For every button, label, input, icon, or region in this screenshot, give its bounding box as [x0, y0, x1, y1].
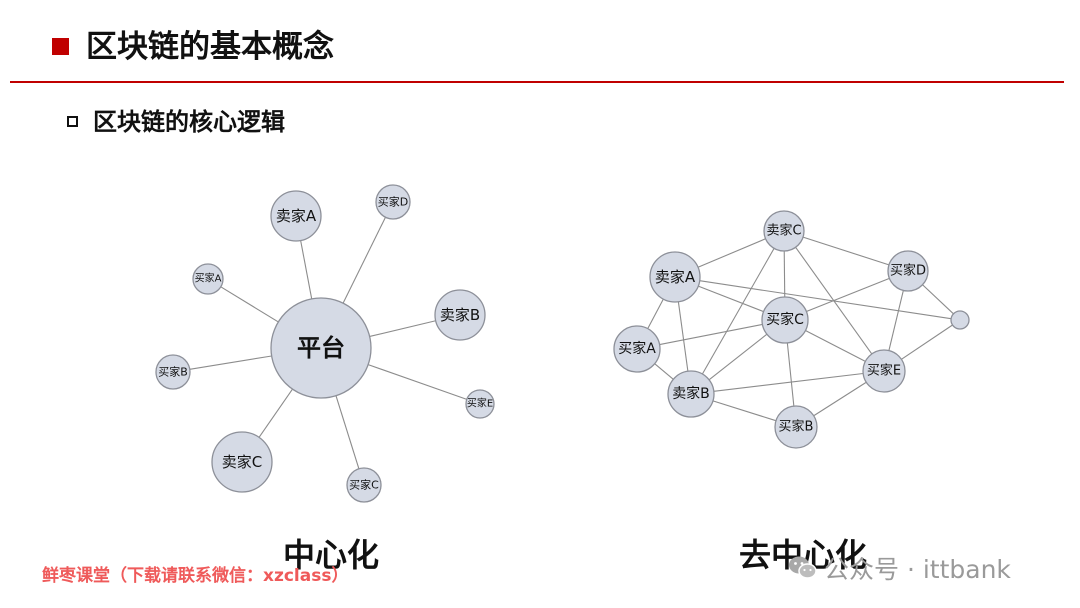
node-d-seller-c-circle	[763, 210, 805, 252]
edge-d-buyer-e-d-buyer-b	[813, 381, 867, 417]
node-c-buyer-e-circle	[465, 389, 495, 419]
node-c-buyer-a: 买家A	[192, 263, 224, 295]
brand-watermark: 公众号 · ittbank	[788, 553, 1011, 584]
edge-hub-c-buyer-b	[189, 355, 272, 370]
node-d-seller-c: 卖家C	[763, 210, 805, 252]
edge-d-seller-c-d-buyer-c	[783, 250, 786, 298]
edge-d-buyer-d-d-buyer-c	[806, 277, 890, 312]
node-c-buyer-d-circle	[375, 184, 411, 220]
node-d-buyer-e-label: 买家E	[867, 363, 901, 379]
node-d-buyer-e-circle	[862, 349, 906, 393]
central-hub-node: 平台	[270, 297, 372, 399]
node-c-seller-c-circle	[211, 431, 273, 493]
central-hub-node-circle	[270, 297, 372, 399]
edge-hub-c-buyer-a	[220, 286, 279, 323]
node-d-buyer-b-label: 买家B	[779, 419, 814, 435]
edge-d-buyer-e-d-unlabeled	[901, 324, 953, 360]
node-c-seller-a-label: 卖家A	[276, 207, 317, 225]
node-d-buyer-d-label: 买家D	[890, 263, 926, 279]
node-d-seller-b: 卖家B	[667, 370, 715, 418]
node-c-seller-c: 卖家C	[211, 431, 273, 493]
node-d-buyer-e: 买家E	[862, 349, 906, 393]
central-hub-node-label: 平台	[297, 334, 345, 362]
centralized-caption: 中心化	[283, 536, 380, 574]
node-c-seller-b-circle	[434, 289, 486, 341]
node-c-buyer-c-label: 买家C	[349, 478, 379, 492]
decentralized-network: 卖家C 卖家A 买家D 买家C 买家A 买家E 卖家B 买家B	[613, 210, 970, 449]
node-c-seller-a: 卖家A	[270, 190, 322, 242]
edge-d-buyer-a-d-seller-b	[654, 363, 674, 380]
node-d-buyer-b-circle	[774, 405, 818, 449]
node-c-seller-b-label: 卖家B	[440, 306, 480, 324]
node-c-buyer-c: 买家C	[346, 467, 382, 503]
edge-hub-c-buyer-e	[367, 364, 467, 400]
title-divider	[10, 81, 1064, 83]
subtitle-bullet	[67, 116, 78, 127]
node-c-buyer-d-label: 买家D	[378, 195, 408, 209]
edge-hub-c-buyer-d	[342, 217, 386, 304]
node-c-buyer-b-label: 买家B	[158, 365, 188, 379]
node-c-buyer-d: 买家D	[375, 184, 411, 220]
node-d-unlabeled	[950, 310, 970, 330]
node-c-buyer-a-label: 买家A	[195, 272, 222, 285]
section-subtitle: 区块链的核心逻辑	[93, 108, 285, 136]
node-d-seller-a-circle	[649, 251, 701, 303]
brand-text: 公众号 · ittbank	[824, 555, 1011, 584]
node-d-buyer-c-circle	[761, 296, 809, 344]
node-c-seller-b: 卖家B	[434, 289, 486, 341]
node-d-seller-b-circle	[667, 370, 715, 418]
node-d-buyer-d-circle	[887, 250, 929, 292]
centralized-network: 平台 卖家A 买家D 买家A 卖家B 买家B 买家E 卖家C 买家C	[155, 184, 495, 503]
edge-d-seller-c-d-buyer-d	[802, 236, 890, 266]
edge-d-buyer-d-d-buyer-e	[888, 290, 904, 351]
edge-d-seller-c-d-seller-b	[701, 248, 775, 375]
decentralized-nodes: 卖家C 卖家A 买家D 买家C 买家A 买家E 卖家B 买家B	[613, 210, 970, 449]
node-c-buyer-e: 买家E	[465, 389, 495, 419]
edge-d-buyer-c-d-buyer-b	[786, 342, 795, 407]
node-d-seller-b-label: 卖家B	[672, 385, 710, 402]
edge-hub-c-buyer-c	[335, 395, 360, 469]
watermark-text: 鲜枣课堂（下载请联系微信：xzclass）	[42, 566, 349, 586]
node-c-seller-c-label: 卖家C	[222, 453, 262, 471]
decentralized-edges	[647, 236, 954, 422]
page-title: 区块链的基本概念	[86, 29, 334, 65]
node-d-buyer-c: 买家C	[761, 296, 809, 344]
node-c-buyer-b-circle	[155, 354, 191, 390]
node-d-unlabeled-circle	[950, 310, 970, 330]
edge-hub-c-seller-b	[369, 320, 436, 337]
edge-hub-c-seller-c	[258, 388, 293, 438]
edge-d-seller-a-d-unlabeled	[699, 280, 952, 320]
edge-hub-c-seller-a	[300, 240, 313, 299]
node-d-seller-a-label: 卖家A	[655, 268, 696, 286]
node-d-buyer-a-circle	[613, 325, 661, 373]
node-d-buyer-a-label: 买家A	[618, 340, 656, 357]
node-d-buyer-d: 买家D	[887, 250, 929, 292]
node-d-seller-a: 卖家A	[649, 251, 701, 303]
edge-d-seller-a-d-seller-b	[677, 301, 689, 372]
edge-d-seller-b-d-buyer-e	[713, 372, 864, 392]
node-c-seller-a-circle	[270, 190, 322, 242]
edge-d-buyer-c-d-buyer-a	[659, 323, 763, 346]
node-c-buyer-b: 买家B	[155, 354, 191, 390]
centralized-edges	[189, 217, 467, 469]
node-c-buyer-c-circle	[346, 467, 382, 503]
node-d-buyer-b: 买家B	[774, 405, 818, 449]
wechat-icon	[789, 556, 817, 579]
edge-d-seller-a-d-buyer-c	[698, 285, 764, 313]
edge-d-buyer-c-d-buyer-e	[805, 330, 866, 362]
edge-d-seller-c-d-seller-a	[697, 238, 766, 268]
edge-d-buyer-d-d-unlabeled	[922, 284, 954, 315]
title-bullet	[52, 38, 69, 55]
edge-d-seller-a-d-buyer-a	[647, 298, 664, 329]
node-c-buyer-a-circle	[192, 263, 224, 295]
edge-d-seller-b-d-buyer-b	[712, 400, 777, 422]
node-d-seller-c-label: 卖家C	[766, 223, 801, 239]
edge-d-buyer-c-d-seller-b	[708, 333, 768, 381]
node-d-buyer-a: 买家A	[613, 325, 661, 373]
centralized-nodes: 平台 卖家A 买家D 买家A 卖家B 买家B 买家E 卖家C 买家C	[155, 184, 495, 503]
node-c-buyer-e-label: 买家E	[467, 397, 493, 410]
node-d-buyer-c-label: 买家C	[766, 311, 804, 328]
